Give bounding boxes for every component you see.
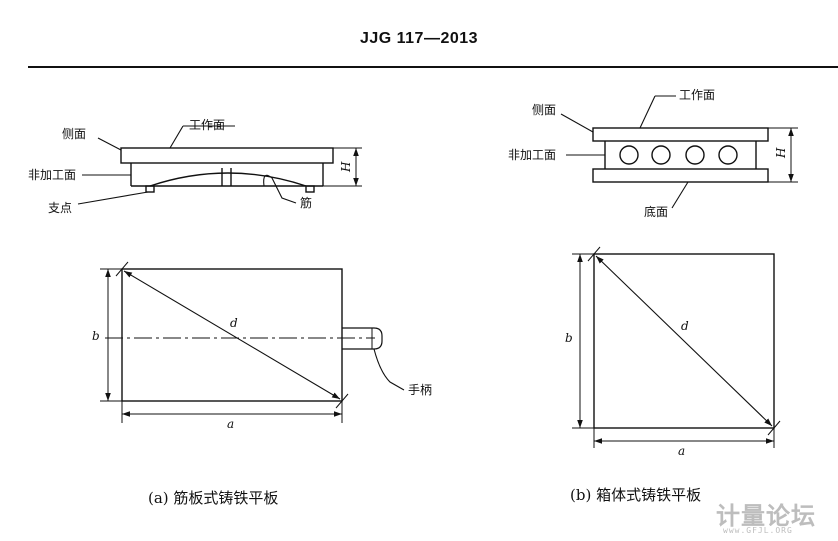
box-hole [619, 145, 639, 165]
label-d-a: d [230, 316, 238, 330]
label-work-face-b: 工作面 [679, 88, 715, 102]
diagonal-d [123, 270, 341, 400]
label-a-b: a [678, 444, 685, 458]
side-face-leader [560, 113, 594, 133]
label-side-face-b: 侧面 [532, 103, 556, 117]
box-plate-top [592, 127, 769, 142]
label-work-face-a: 工作面 [189, 118, 225, 132]
label-rib-a: 筋 [300, 195, 312, 210]
box-hole [651, 145, 671, 165]
corner-tick [335, 393, 349, 409]
support-foot-right [305, 185, 315, 193]
figure-a-side-view [77, 125, 362, 205]
label-handle-a: 手柄 [408, 383, 432, 397]
bottom-face-leader [671, 181, 689, 209]
support-point-leader [77, 191, 149, 205]
handle-leader [373, 348, 405, 391]
caption-figure-a: (a) 筋板式铸铁平板 [148, 489, 279, 507]
rib-leader [263, 174, 297, 204]
support-foot-left [145, 185, 155, 193]
figure-b-side-view [560, 95, 798, 209]
figure-labels: 侧面 工作面 非加工面 支点 筋 H b d a 手柄 侧面 工作面 非加工面 … [28, 88, 788, 458]
label-non-machined-face-b: 非加工面 [508, 148, 556, 162]
work-face-leader [639, 95, 656, 129]
caption-figure-b: (b) 箱体式铸铁平板 [570, 486, 702, 504]
box-plate-bottom [592, 168, 769, 183]
label-b-a: b [92, 329, 100, 343]
label-d-b: d [681, 319, 689, 333]
label-height-b: H [774, 147, 788, 159]
label-bottom-face-b: 底面 [644, 204, 668, 219]
work-face-leader [169, 125, 184, 149]
corner-tick [767, 420, 781, 436]
box-hole [718, 145, 738, 165]
document-number: JJG 117—2013 [359, 30, 479, 47]
label-non-machined-face-a: 非加工面 [28, 168, 76, 182]
ribbed-plate-arch [149, 172, 307, 187]
label-b-b: b [565, 331, 573, 345]
box-hole [685, 145, 705, 165]
label-support-point-a: 支点 [48, 201, 72, 215]
diagonal-d [595, 255, 773, 427]
figure-b-top-view [572, 246, 781, 448]
corner-tick [115, 261, 129, 277]
handle [342, 327, 383, 350]
label-height-a: H [339, 161, 353, 173]
ribbed-plate-top [120, 147, 334, 164]
label-side-face-a: 侧面 [62, 127, 86, 141]
ribbed-plate-outline [121, 268, 343, 402]
box-plate-outline [593, 253, 775, 429]
watermark-url: www.GFJL.ORG [723, 526, 793, 535]
label-a-a: a [227, 417, 234, 431]
corner-tick [587, 246, 601, 262]
watermark-logo: 计量论坛 [716, 502, 816, 530]
figure-a-top-view [100, 261, 405, 423]
side-face-leader [97, 137, 122, 151]
header-rule [28, 66, 838, 68]
